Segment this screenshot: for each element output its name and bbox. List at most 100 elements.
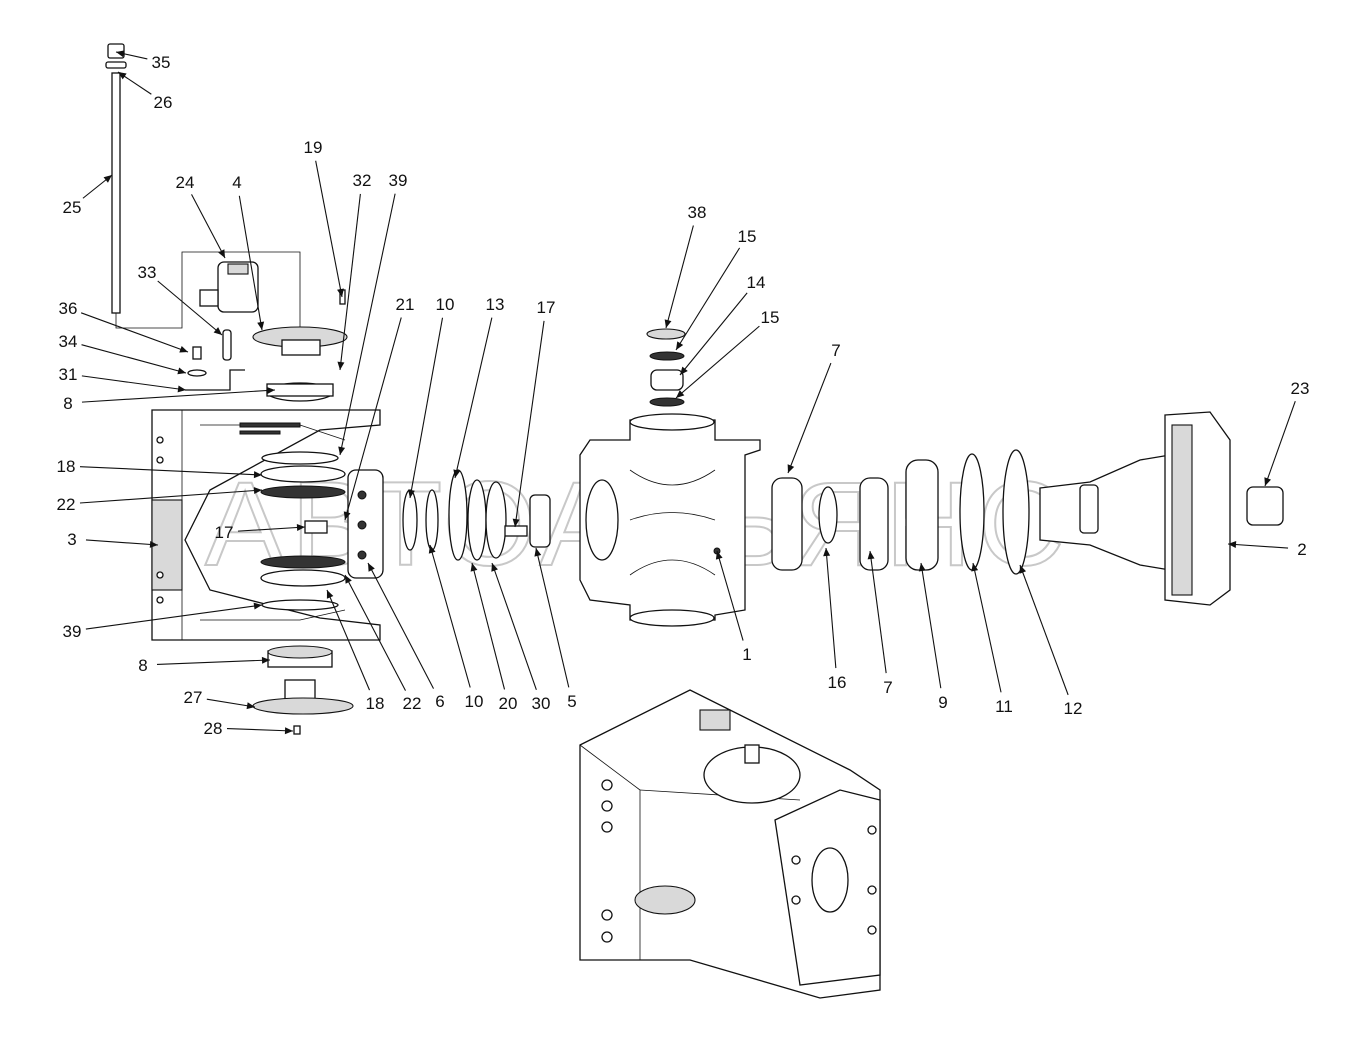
callout-33: 33 — [138, 263, 223, 336]
callout-21: 21 — [343, 295, 414, 521]
callout-8b: 8 — [138, 656, 271, 675]
leader-line — [80, 312, 189, 353]
leader-arrowhead — [246, 702, 255, 710]
leader-line — [1019, 564, 1069, 696]
callout-label: 9 — [938, 693, 947, 712]
leader-arrowhead — [676, 390, 685, 398]
leader-line — [81, 389, 276, 403]
callout-1: 1 — [715, 550, 752, 664]
cross-housing-1 — [579, 328, 761, 627]
leader-line — [535, 547, 570, 688]
callout-label: 17 — [215, 523, 234, 542]
leader-arrowhead — [177, 385, 186, 393]
leader-line — [367, 562, 435, 689]
callout-22a: 22 — [57, 487, 263, 514]
callout-label: 6 — [435, 692, 444, 711]
callout-7b: 7 — [867, 550, 893, 697]
flange-shaft-2 — [1039, 411, 1284, 606]
callout-30: 30 — [491, 562, 550, 713]
leader-line — [869, 550, 887, 674]
leader-arrowhead — [213, 327, 222, 335]
callout-label: 22 — [57, 495, 76, 514]
callout-32: 32 — [337, 171, 371, 371]
bottom-bearing-stack — [252, 555, 354, 735]
leader-arrowhead — [787, 464, 795, 473]
callout-17a: 17 — [215, 523, 306, 542]
shaft-stack-right — [771, 449, 1030, 575]
leader-line — [1227, 543, 1289, 549]
callout-label: 18 — [366, 694, 385, 713]
leader-arrowhead — [296, 523, 305, 531]
leader-arrowhead — [453, 469, 461, 478]
callout-label: 19 — [304, 138, 323, 157]
top-bearing-stack — [252, 289, 348, 499]
leader-line — [156, 659, 271, 665]
callout-14: 14 — [679, 273, 766, 376]
leader-arrowhead — [368, 563, 375, 572]
callout-label: 8 — [63, 394, 72, 413]
callout-label: 39 — [63, 622, 82, 641]
leader-arrowhead — [867, 551, 875, 560]
leader-arrowhead — [1264, 477, 1271, 486]
leader-arrowhead — [715, 551, 723, 560]
callout-label: 15 — [738, 227, 757, 246]
callout-label: 5 — [567, 692, 576, 711]
leader-arrowhead — [257, 321, 265, 330]
callout-label: 18 — [57, 457, 76, 476]
leader-line — [471, 562, 506, 690]
callout-label: 14 — [747, 273, 766, 292]
leader-line — [85, 604, 263, 630]
callout-label: 24 — [176, 173, 195, 192]
leader-arrowhead — [179, 345, 188, 353]
callout-23: 23 — [1264, 379, 1310, 487]
callout-label: 10 — [465, 692, 484, 711]
leader-arrowhead — [676, 341, 684, 350]
leader-arrowhead — [266, 387, 275, 394]
assembled-unit-view — [579, 689, 881, 999]
callout-13: 13 — [453, 295, 504, 479]
leader-line — [237, 526, 306, 532]
leader-arrowhead — [343, 511, 351, 520]
leader-line — [191, 194, 226, 259]
leader-arrowhead — [491, 563, 498, 572]
leader-arrowhead — [218, 249, 225, 258]
shaft-stack-left — [304, 469, 551, 579]
leader-line — [339, 193, 361, 371]
callout-label: 34 — [59, 332, 78, 351]
leader-arrowhead — [253, 487, 262, 495]
leader-line — [491, 562, 537, 690]
callout-16: 16 — [823, 547, 846, 692]
callout-39a: 39 — [338, 171, 407, 456]
callout-label: 7 — [883, 678, 892, 697]
callout-11: 11 — [971, 562, 1013, 716]
leader-line — [514, 320, 545, 528]
callout-6: 6 — [367, 562, 445, 711]
sensor-assembly — [185, 261, 259, 391]
callout-39b: 39 — [63, 602, 263, 641]
leader-line — [238, 195, 263, 331]
leader-line — [344, 574, 406, 691]
callout-label: 20 — [499, 694, 518, 713]
leader-line — [79, 466, 263, 476]
callout-3: 3 — [67, 530, 159, 549]
leader-arrowhead — [253, 602, 262, 610]
leader-arrowhead — [338, 446, 346, 455]
leader-arrowhead — [823, 548, 831, 557]
leader-line — [825, 547, 837, 669]
leader-arrowhead — [118, 72, 127, 80]
callout-label: 28 — [204, 719, 223, 738]
leader-line — [716, 550, 744, 641]
callout-7a: 7 — [787, 341, 841, 474]
leader-line — [972, 562, 1002, 693]
leader-arrowhead — [177, 367, 186, 375]
leader-arrowhead — [326, 590, 334, 599]
leader-arrowhead — [149, 540, 158, 548]
callout-22b: 22 — [344, 574, 421, 713]
leader-arrowhead — [534, 548, 542, 557]
leader-line — [787, 362, 832, 474]
leader-line — [679, 292, 748, 376]
callout-label: 25 — [63, 198, 82, 217]
callout-label: 1 — [742, 645, 751, 664]
callout-label: 23 — [1291, 379, 1310, 398]
